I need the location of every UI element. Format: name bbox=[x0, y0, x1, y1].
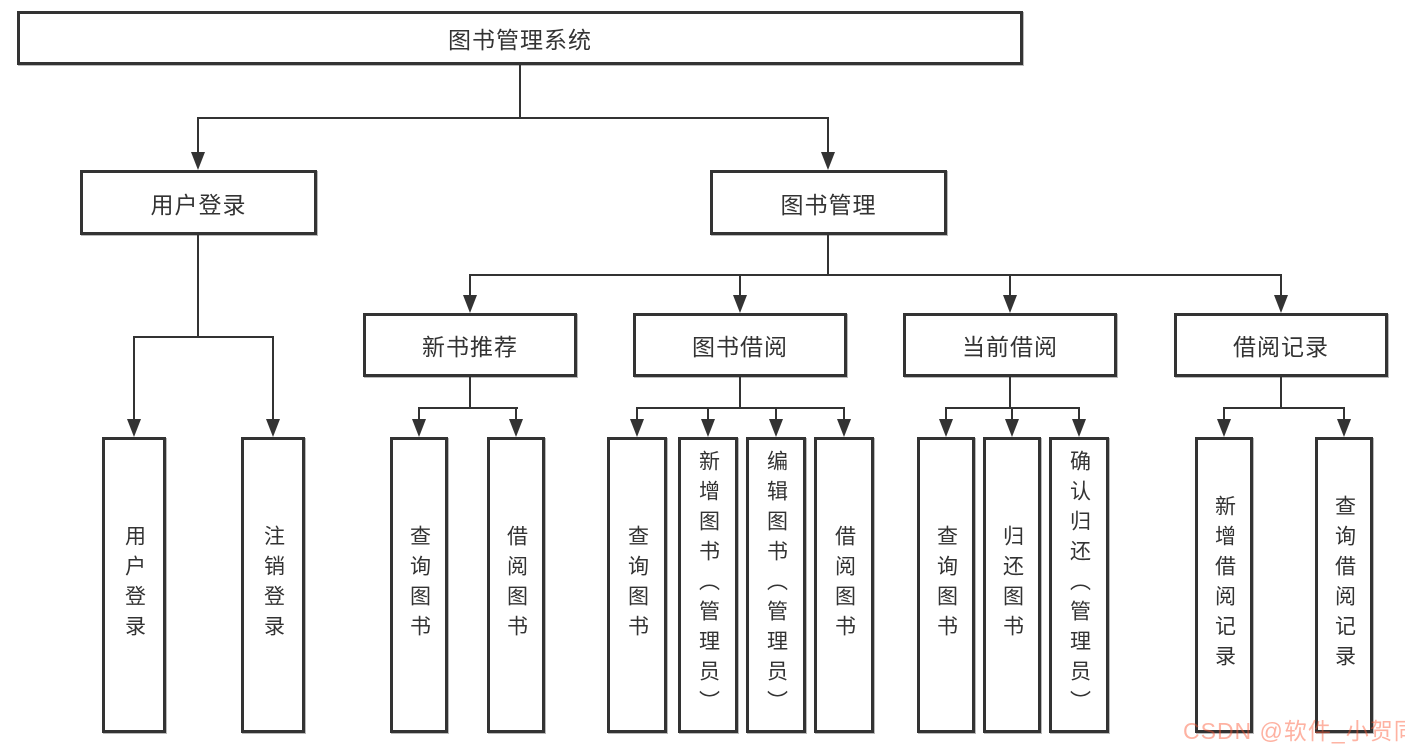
leaf-query-borrow-record: 查询借阅记录 bbox=[1315, 437, 1373, 733]
connector bbox=[272, 336, 274, 419]
node-current-borrow-label: 当前借阅 bbox=[962, 334, 1058, 360]
arrowhead-icon bbox=[837, 419, 851, 437]
connector bbox=[636, 407, 638, 419]
node-borrow-records-label: 借阅记录 bbox=[1233, 334, 1329, 360]
leaf-borrow-books-recommend: 借阅图书 bbox=[487, 437, 545, 733]
leaf-add-borrow-record-label: 新增借阅记录 bbox=[1212, 495, 1236, 675]
leaf-edit-book-admin-label: 编辑图书（管理员） bbox=[764, 450, 788, 720]
arrowhead-icon bbox=[939, 419, 953, 437]
connector bbox=[197, 117, 829, 119]
leaf-logout-label: 注销登录 bbox=[261, 525, 285, 645]
leaf-confirm-return-admin-label: 确认归还（管理员） bbox=[1067, 450, 1091, 720]
leaf-query-books-current: 查询图书 bbox=[917, 437, 975, 733]
connector bbox=[1223, 407, 1345, 409]
arrowhead-icon bbox=[412, 419, 426, 437]
leaf-edit-book-admin: 编辑图书（管理员） bbox=[746, 437, 806, 733]
connector bbox=[739, 377, 741, 407]
connector bbox=[827, 235, 829, 274]
leaf-user-login: 用户登录 bbox=[102, 437, 166, 733]
node-book-borrow-label: 图书借阅 bbox=[692, 334, 788, 360]
arrowhead-icon bbox=[1337, 419, 1351, 437]
node-current-borrow: 当前借阅 bbox=[903, 313, 1117, 377]
connector bbox=[418, 407, 420, 419]
leaf-borrow-books-label: 借阅图书 bbox=[832, 525, 856, 645]
arrowhead-icon bbox=[769, 419, 783, 437]
leaf-add-borrow-record: 新增借阅记录 bbox=[1195, 437, 1253, 733]
connector bbox=[197, 117, 199, 154]
arrowhead-icon bbox=[1274, 295, 1288, 313]
arrowhead-icon bbox=[266, 419, 280, 437]
connector bbox=[515, 407, 517, 419]
arrowhead-icon bbox=[1003, 295, 1017, 313]
arrowhead-icon bbox=[127, 419, 141, 437]
connector bbox=[707, 407, 709, 419]
connector bbox=[636, 407, 845, 409]
arrowhead-icon bbox=[733, 295, 747, 313]
arrowhead-icon bbox=[701, 419, 715, 437]
leaf-query-borrow-record-label: 查询借阅记录 bbox=[1332, 495, 1356, 675]
connector bbox=[1280, 377, 1282, 407]
connector bbox=[133, 336, 274, 338]
connector bbox=[843, 407, 845, 419]
node-book-management: 图书管理 bbox=[710, 170, 947, 235]
arrowhead-icon bbox=[821, 152, 835, 170]
arrowhead-icon bbox=[1217, 419, 1231, 437]
connector bbox=[1223, 407, 1225, 419]
leaf-return-book: 归还图书 bbox=[983, 437, 1041, 733]
node-root: 图书管理系统 bbox=[17, 11, 1023, 65]
connector bbox=[945, 407, 947, 419]
leaf-logout: 注销登录 bbox=[241, 437, 305, 733]
connector bbox=[519, 65, 521, 117]
csdn-watermark: CSDN @软件_小贺同学 bbox=[1183, 718, 1405, 744]
connector bbox=[827, 117, 829, 154]
leaf-user-login-label: 用户登录 bbox=[122, 525, 146, 645]
leaf-add-book-admin: 新增图书（管理员） bbox=[678, 437, 738, 733]
node-book-borrow: 图书借阅 bbox=[633, 313, 847, 377]
leaf-query-books-recommend: 查询图书 bbox=[390, 437, 448, 733]
arrowhead-icon bbox=[1005, 419, 1019, 437]
connector bbox=[1343, 407, 1345, 419]
node-user-login-label: 用户登录 bbox=[150, 191, 247, 218]
node-new-book-recommend: 新书推荐 bbox=[363, 313, 577, 377]
connector bbox=[1280, 274, 1282, 295]
leaf-borrow-books: 借阅图书 bbox=[814, 437, 874, 733]
connector bbox=[1011, 407, 1013, 419]
leaf-return-book-label: 归还图书 bbox=[1000, 525, 1024, 645]
leaf-query-books-current-label: 查询图书 bbox=[934, 525, 958, 645]
node-book-management-label: 图书管理 bbox=[780, 191, 877, 218]
leaf-query-books-borrow: 查询图书 bbox=[607, 437, 667, 733]
leaf-query-books-recommend-label: 查询图书 bbox=[407, 525, 431, 645]
node-borrow-records: 借阅记录 bbox=[1174, 313, 1388, 377]
connector bbox=[469, 377, 471, 407]
arrowhead-icon bbox=[630, 419, 644, 437]
node-root-label: 图书管理系统 bbox=[448, 27, 592, 53]
connector bbox=[739, 274, 741, 295]
arrowhead-icon bbox=[463, 295, 477, 313]
connector bbox=[1009, 377, 1011, 407]
connector bbox=[133, 336, 135, 419]
node-user-login: 用户登录 bbox=[80, 170, 317, 235]
connector bbox=[1009, 274, 1011, 295]
leaf-confirm-return-admin: 确认归还（管理员） bbox=[1049, 437, 1109, 733]
connector bbox=[469, 274, 1282, 276]
connector bbox=[469, 274, 471, 295]
leaf-add-book-admin-label: 新增图书（管理员） bbox=[696, 450, 720, 720]
connector bbox=[197, 235, 199, 336]
node-new-book-recommend-label: 新书推荐 bbox=[422, 334, 518, 360]
connector bbox=[418, 407, 518, 409]
arrowhead-icon bbox=[1072, 419, 1086, 437]
arrowhead-icon bbox=[191, 152, 205, 170]
connector bbox=[1078, 407, 1080, 419]
leaf-query-books-borrow-label: 查询图书 bbox=[625, 525, 649, 645]
connector bbox=[775, 407, 777, 419]
arrowhead-icon bbox=[509, 419, 523, 437]
leaf-borrow-books-recommend-label: 借阅图书 bbox=[504, 525, 528, 645]
